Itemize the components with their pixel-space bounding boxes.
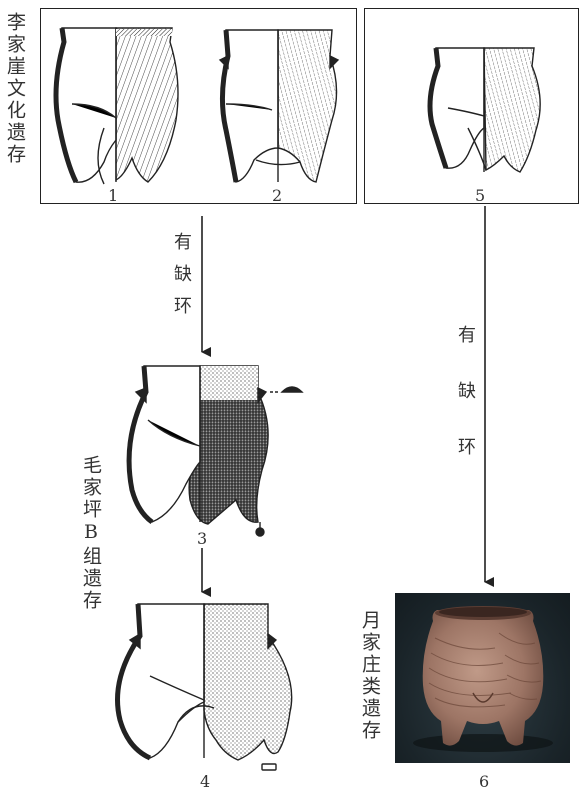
vessel-2-drawing — [220, 30, 338, 182]
vessel-5-drawing — [430, 48, 540, 172]
vessel-3-drawing — [129, 366, 302, 536]
vessel-1-drawing — [56, 28, 178, 184]
vessel-4-drawing — [118, 604, 292, 770]
